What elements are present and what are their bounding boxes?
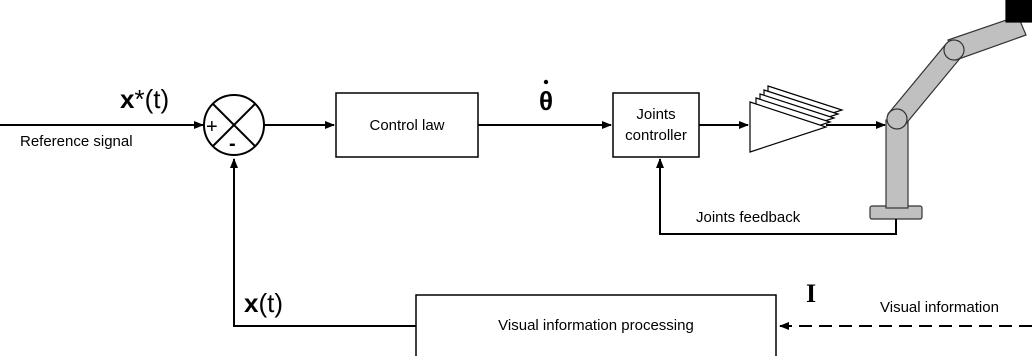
robot-shoulder-joint xyxy=(886,108,908,130)
amplifier-stack xyxy=(749,85,844,153)
joints-controller-block xyxy=(612,92,700,158)
visual-feedback-line xyxy=(230,158,416,327)
visual-processing-label: Visual information processing xyxy=(498,317,694,334)
sum-plus-sign: + xyxy=(206,116,218,138)
joints-controller-label-line1: Joints xyxy=(636,106,675,123)
robot-column xyxy=(885,119,909,209)
visual-information-label: Visual information xyxy=(880,299,999,316)
joints-controller-label-line2: controller xyxy=(625,127,687,144)
visual-processing-block xyxy=(415,294,777,356)
robot-arm xyxy=(869,0,1032,220)
robot-elbow-joint xyxy=(943,39,965,61)
image-symbol: I xyxy=(806,279,816,308)
joints-feedback-label: Joints feedback xyxy=(696,209,801,226)
sum-minus-sign: - xyxy=(229,133,236,155)
theta-dot-mark xyxy=(543,79,549,85)
joints-feedback-line xyxy=(656,158,897,235)
robot-gripper xyxy=(1005,0,1032,23)
control-law-label: Control law xyxy=(369,117,444,134)
reference-signal-caption: Reference signal xyxy=(20,133,133,150)
reference-symbol: x*(t) xyxy=(120,84,169,114)
control-law-block xyxy=(335,92,479,158)
feedback-symbol: x(t) xyxy=(244,288,283,318)
theta-dot-symbol: θ xyxy=(539,86,553,116)
